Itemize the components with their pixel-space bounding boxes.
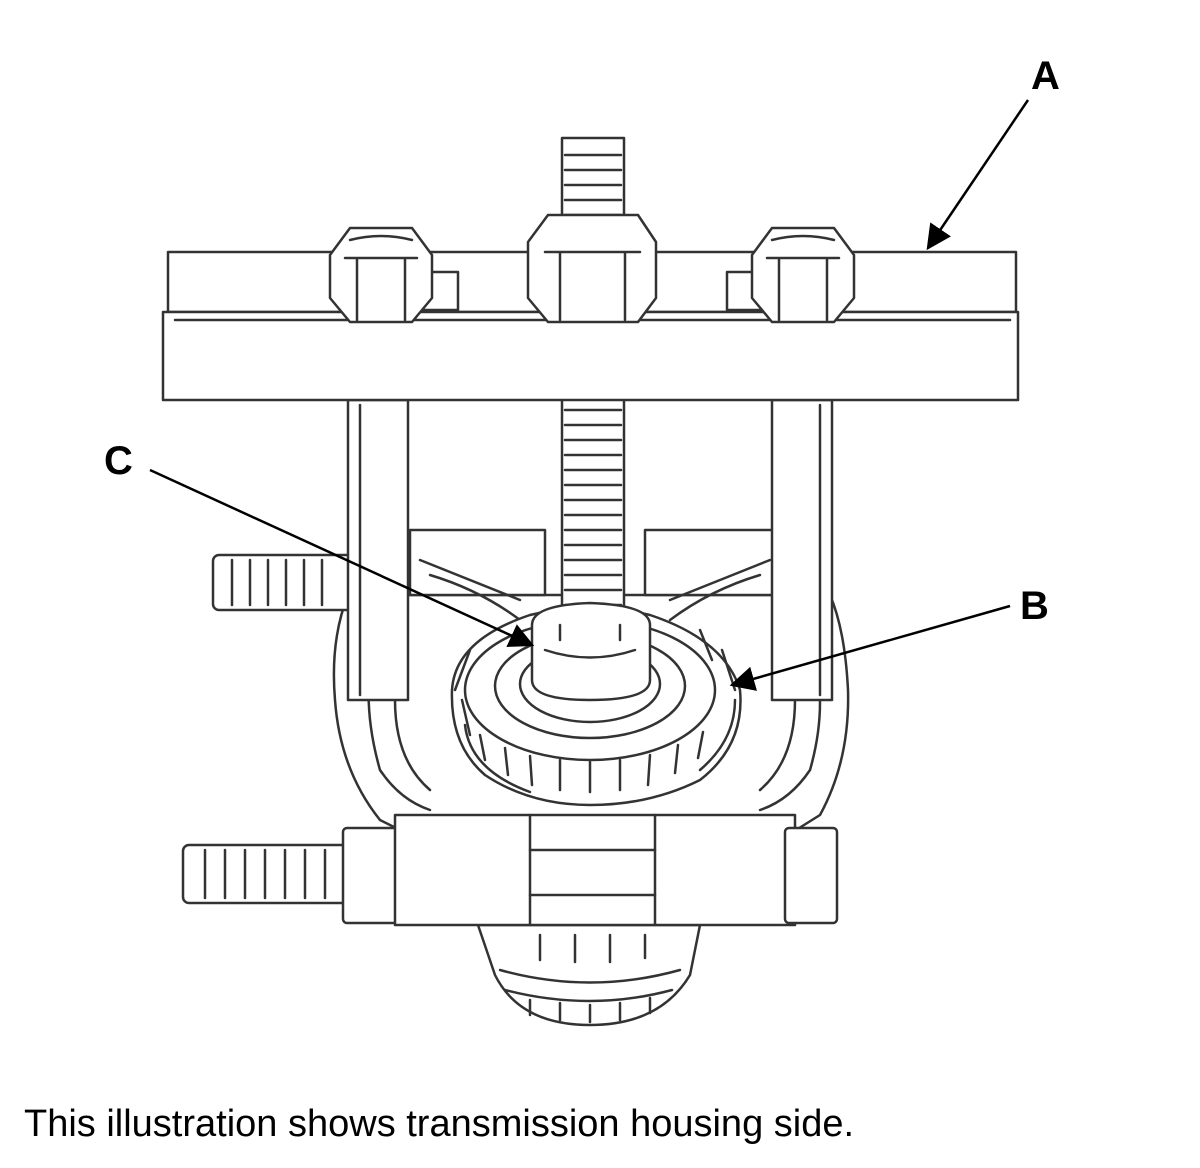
hex-nut-left <box>328 226 434 324</box>
caption-text: This illustration shows transmission hou… <box>24 1103 855 1145</box>
leader-a <box>926 99 1030 251</box>
lower-bearing <box>476 923 702 1027</box>
lower-clamp <box>181 813 839 927</box>
bearing-b <box>450 606 742 807</box>
upper-side-bolt <box>211 553 355 612</box>
callout-b: B <box>1020 584 1049 628</box>
hex-nut-right <box>750 226 856 324</box>
adapter-c <box>530 601 652 702</box>
leader-c <box>149 468 535 647</box>
leader-b <box>729 604 1011 691</box>
callout-a: A <box>1031 54 1060 98</box>
hex-nut-center <box>526 213 658 324</box>
callout-c: C <box>104 439 133 483</box>
puller-legs <box>346 398 834 702</box>
